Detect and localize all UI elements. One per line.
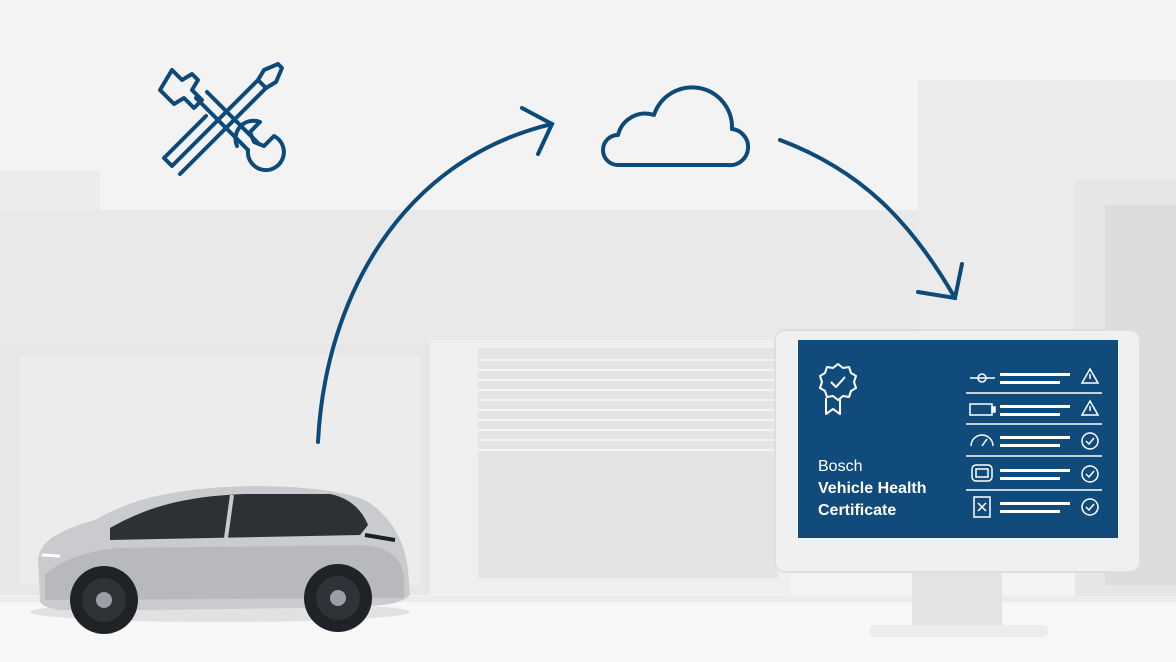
brake-icon [970, 373, 995, 383]
garage-shutter [478, 348, 778, 578]
wrench-screwdriver-icon [158, 62, 286, 176]
check-icon [1081, 432, 1099, 450]
certificate-badge-icon [819, 363, 857, 415]
car [30, 486, 410, 634]
upload-arrow [316, 106, 555, 444]
certificate-title-line2: Certificate [818, 502, 897, 519]
gauge-icon [970, 434, 994, 447]
check-icon [1081, 465, 1099, 483]
battery-icon [969, 403, 996, 416]
chassis-icon [971, 464, 993, 482]
certificate-brand: Bosch [818, 458, 863, 475]
cloud-icon [601, 85, 751, 168]
warning-icon [1080, 399, 1100, 416]
warning-icon [1080, 367, 1100, 384]
download-arrow [778, 138, 964, 301]
electrics-icon [973, 496, 991, 518]
monitor [774, 329, 1141, 637]
certificate-title-line1: Vehicle Health [818, 480, 927, 497]
check-icon [1081, 498, 1099, 516]
certificate-label: Bosch Vehicle Health Certificate [818, 456, 968, 522]
